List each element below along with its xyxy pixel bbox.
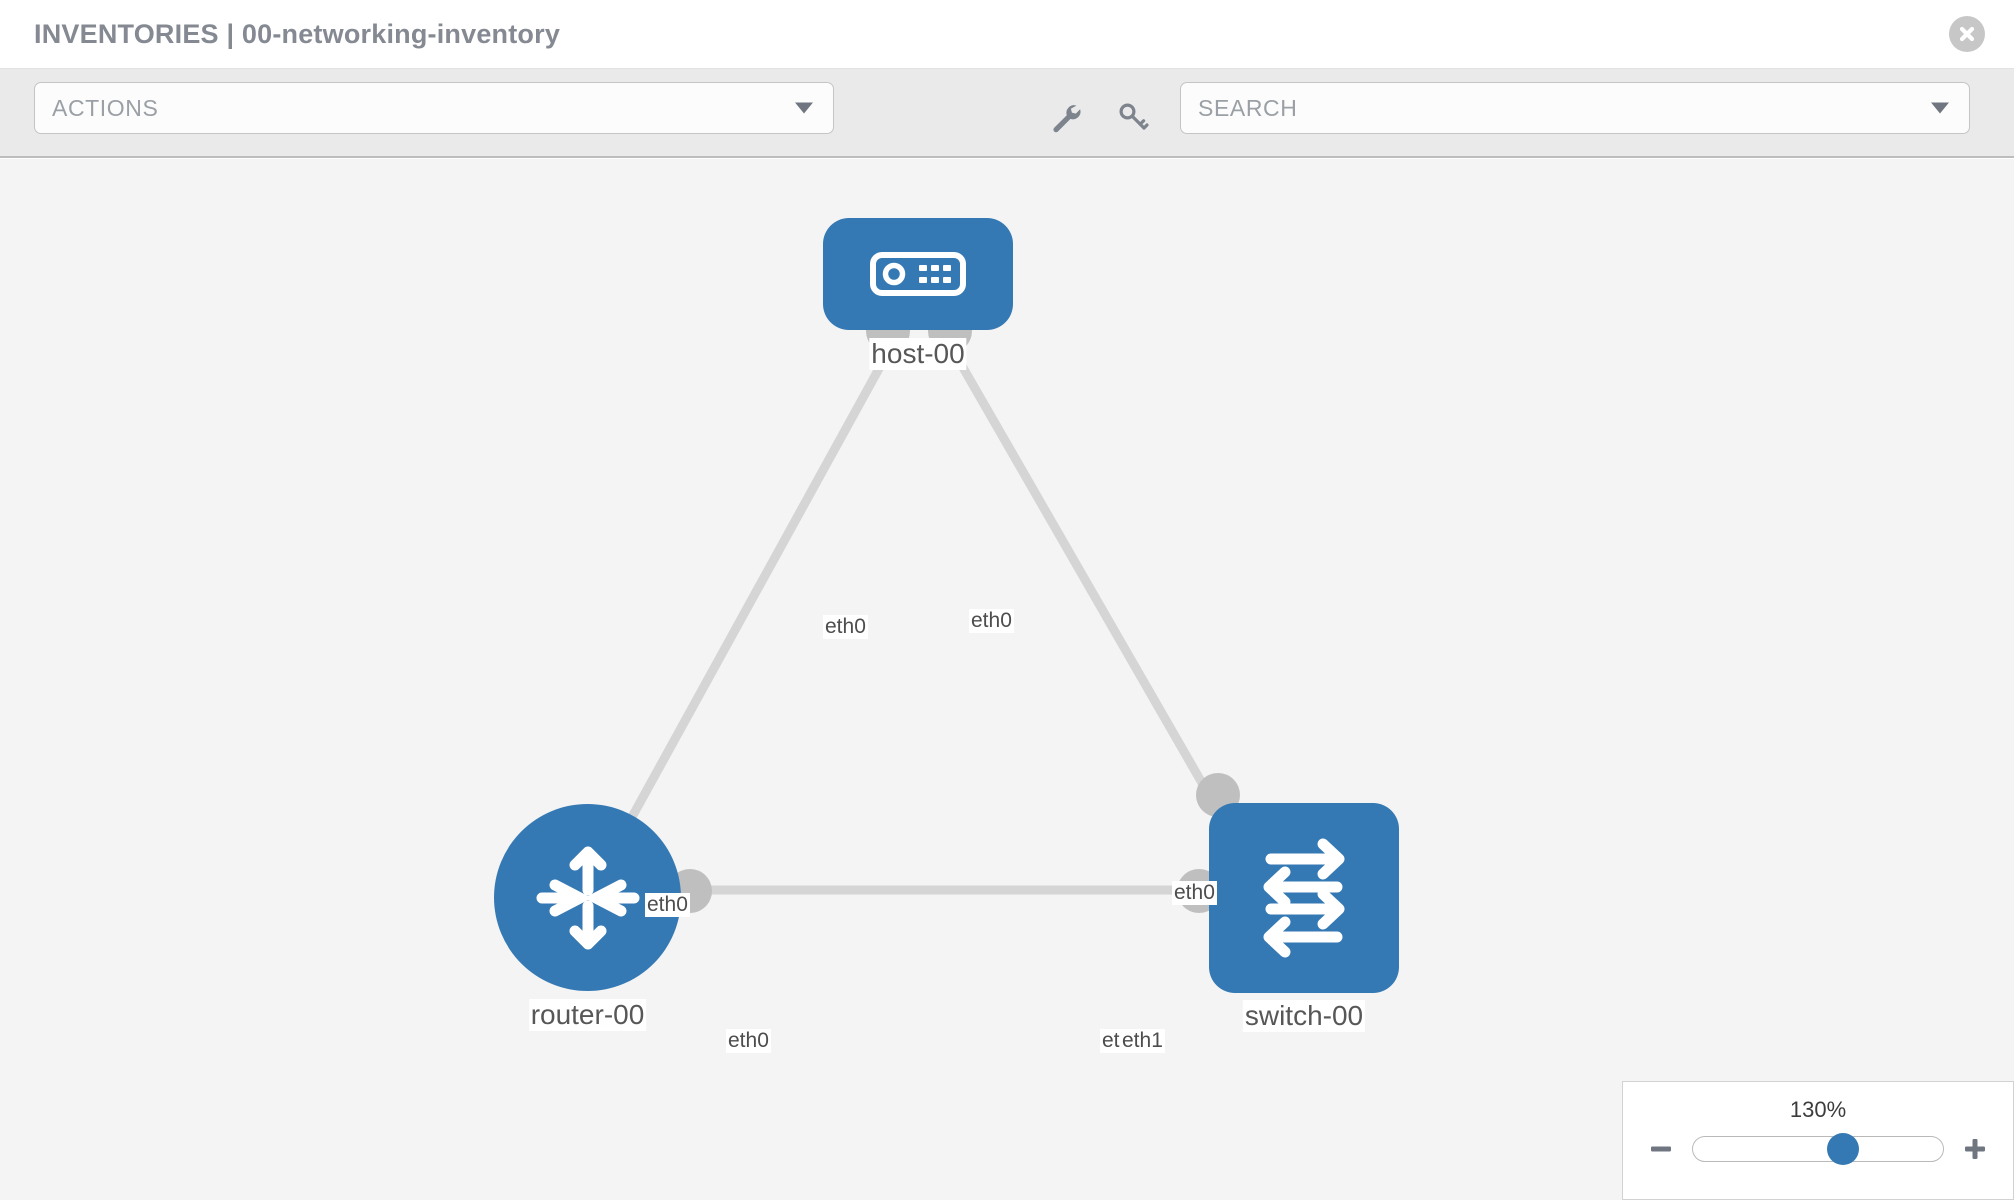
if-label-host-left: eth0 — [823, 615, 868, 639]
switch-arrows-icon — [1263, 838, 1345, 958]
page-header: INVENTORIES | 00-networking-inventory — [0, 0, 2014, 68]
node-label-router: router-00 — [528, 999, 647, 1031]
switch-node-shape[interactable] — [1209, 803, 1399, 993]
if-label-switch-up: eth0 — [1172, 881, 1217, 905]
wrench-icon[interactable] — [1042, 94, 1088, 140]
chevron-down-icon — [795, 102, 813, 114]
host-node-shape[interactable] — [823, 218, 1013, 330]
close-icon[interactable] — [1949, 16, 1985, 52]
chevron-down-icon — [1931, 102, 1949, 114]
node-label-host: host-00 — [869, 338, 967, 370]
zoom-control-panel: 130% — [1622, 1081, 2014, 1200]
search-input[interactable]: SEARCH — [1180, 82, 1970, 134]
actions-dropdown[interactable]: ACTIONS — [34, 82, 834, 134]
key-icon[interactable] — [1110, 94, 1156, 140]
page-title: INVENTORIES | 00-networking-inventory — [34, 18, 561, 49]
if-label-router-right: eth0 — [726, 1029, 771, 1053]
if-label-router-up: eth0 — [645, 893, 690, 917]
router-arrows-icon — [536, 846, 639, 949]
server-icon — [870, 252, 966, 296]
zoom-slider-row — [1623, 1132, 2013, 1166]
plus-icon[interactable] — [1958, 1132, 1992, 1166]
search-placeholder: SEARCH — [1198, 94, 1298, 121]
minus-icon[interactable] — [1644, 1132, 1678, 1166]
link-host-switch — [945, 340, 1245, 854]
if-label-switch-left-b: eth1 — [1120, 1029, 1165, 1053]
actions-dropdown-label: ACTIONS — [52, 94, 159, 121]
node-host-00[interactable]: host-00 — [823, 218, 1013, 370]
node-switch-00[interactable]: switch-00 — [1209, 803, 1399, 1032]
zoom-slider-thumb[interactable] — [1827, 1133, 1859, 1165]
topology-links — [605, 340, 1245, 895]
zoom-slider[interactable] — [1692, 1133, 1944, 1165]
topology-canvas[interactable]: host-00 router-00 — [0, 159, 2014, 1200]
link-router-host — [605, 340, 897, 862]
if-label-host-right: eth0 — [969, 609, 1014, 633]
node-label-switch: switch-00 — [1242, 1000, 1366, 1032]
zoom-level-label: 130% — [1789, 1097, 1847, 1122]
